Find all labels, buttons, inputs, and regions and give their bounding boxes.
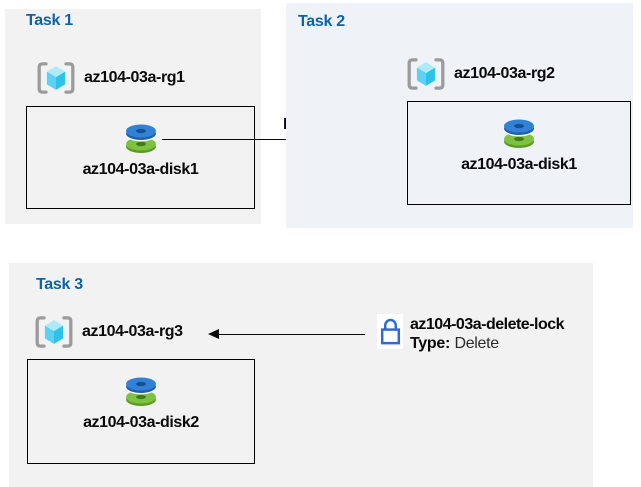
task1-resource-group-label: az104-03a-rg1: [84, 69, 185, 86]
disk-icon: [503, 119, 535, 148]
task1-resource-group: az104-03a-rg1: [36, 60, 185, 96]
task2-resource-group-label: az104-03a-rg2: [454, 65, 555, 82]
task1-resource-box: az104-03a-disk1: [26, 106, 255, 209]
resource-group-icon: [37, 62, 75, 94]
task2-resource-box: az104-03a-disk1: [407, 101, 631, 205]
lock-type-value: Delete: [454, 335, 499, 352]
task3-resource-box: az104-03a-disk2: [27, 359, 255, 464]
task3-resource-group: az104-03a-rg3: [34, 314, 183, 350]
task2-panel: Task 2 az104-03a-rg2 az104-03a-disk1: [286, 3, 633, 228]
lock-arrow-head: [208, 329, 219, 339]
resource-group-icon: [35, 316, 73, 348]
lock-arrow-line: [218, 334, 365, 335]
task2-title: Task 2: [298, 13, 345, 30]
lock-chip: [377, 314, 403, 349]
task1-title: Task 1: [26, 12, 73, 29]
lock-type-row: Type: Delete: [410, 334, 499, 353]
disk-icon: [125, 377, 157, 406]
task2-resource-group: az104-03a-rg2: [406, 56, 555, 92]
lock-type-label: Type:: [410, 335, 450, 352]
lock-name-label: az104-03a-delete-lock: [410, 316, 565, 333]
lock-icon: [380, 318, 400, 345]
task2-disk-label: az104-03a-disk1: [461, 156, 577, 173]
task1-panel: Task 1 az104-03a-rg1 az104-03a-disk1: [5, 9, 261, 224]
task1-disk-label: az104-03a-disk1: [82, 161, 199, 178]
disk-icon: [124, 124, 157, 153]
task3-disk-label: az104-03a-disk2: [83, 414, 199, 431]
task3-resource-group-label: az104-03a-rg3: [82, 323, 183, 340]
resource-group-icon: [407, 58, 445, 90]
task3-title: Task 3: [36, 276, 83, 293]
task3-panel: Task 3 az104-03a-rg3 az104-03a-delete-lo…: [9, 263, 593, 487]
